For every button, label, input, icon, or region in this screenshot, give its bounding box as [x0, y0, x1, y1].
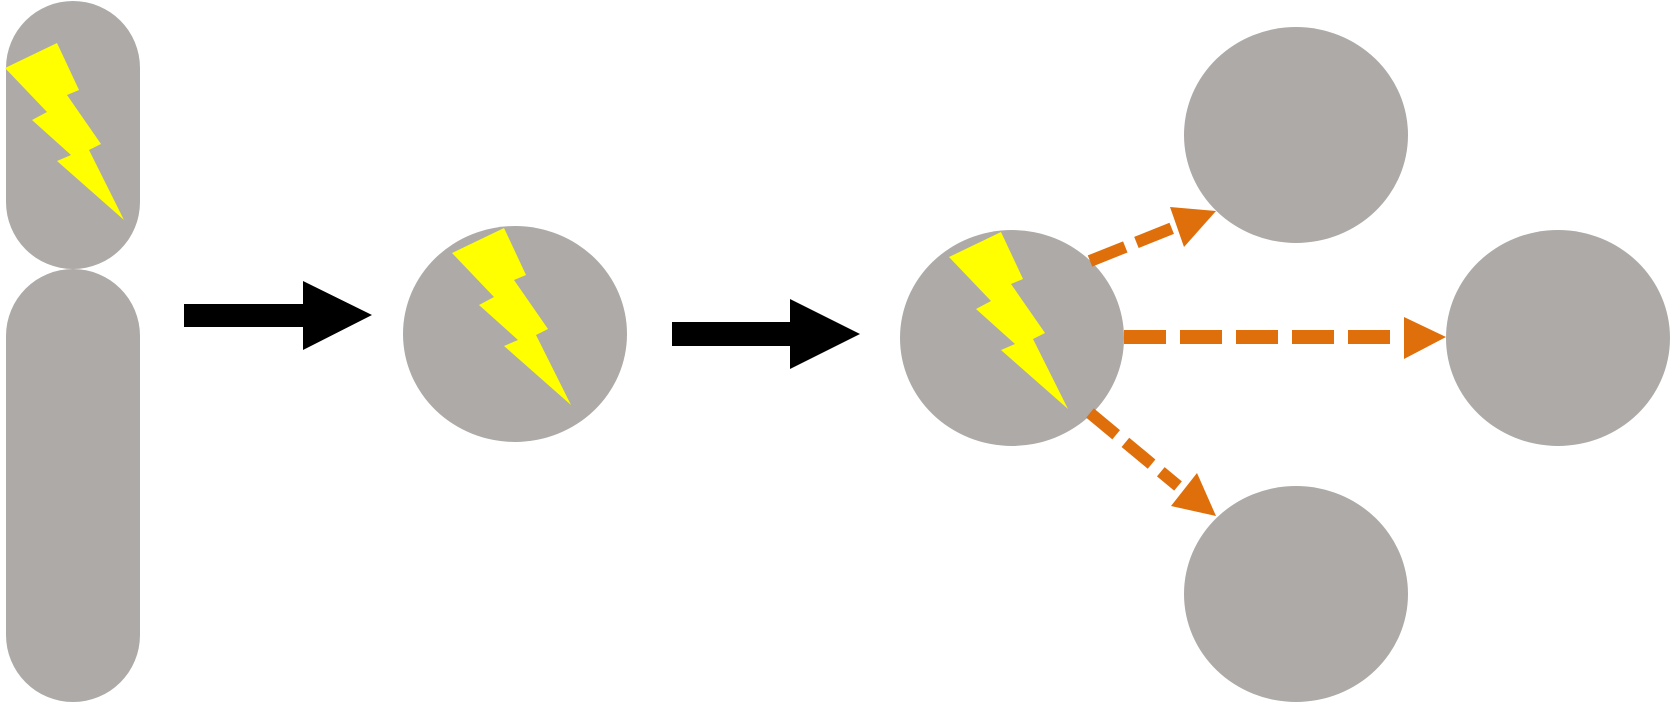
- spread-arrow-middle: [1124, 317, 1446, 359]
- spread-arrow-bottom-shaft: [1086, 408, 1182, 491]
- spread-arrow-bottom: [1086, 408, 1216, 516]
- target-cell-middle: [1446, 230, 1670, 446]
- capsule-segment-bottom: [6, 269, 140, 702]
- spread-arrow-top: [1087, 207, 1216, 267]
- spread-arrow-top-head: [1170, 207, 1216, 247]
- transition-arrow-2: [672, 299, 860, 369]
- target-cell-bottom: [1184, 486, 1408, 702]
- transition-arrow-1: [184, 281, 372, 350]
- round-cell-stage: [403, 226, 627, 442]
- source-cell-stage: [900, 230, 1124, 446]
- spread-arrow-middle-head: [1404, 317, 1446, 359]
- elongated-cell-stage: [5, 1, 140, 702]
- spread-arrow-top-shaft: [1087, 219, 1183, 267]
- spread-arrow-bottom-head: [1171, 473, 1216, 516]
- target-cells-stage: [1184, 27, 1670, 702]
- target-cell-top: [1184, 27, 1408, 243]
